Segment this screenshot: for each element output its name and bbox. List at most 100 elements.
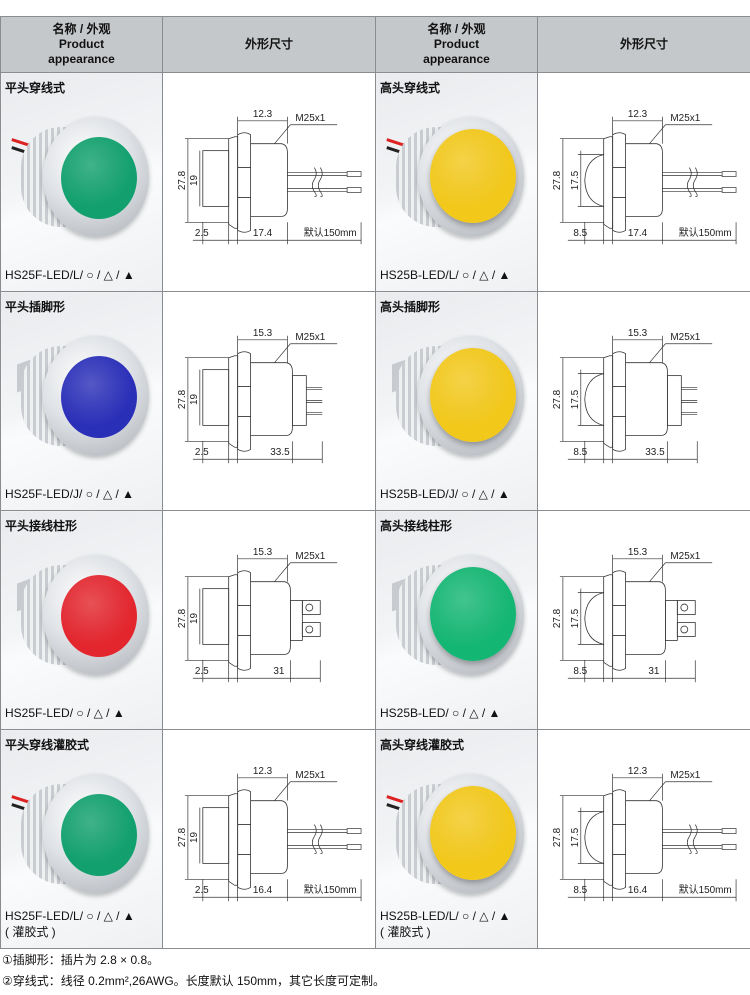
dim-diameter-label: 17.5: [570, 608, 581, 628]
lens: [430, 567, 516, 661]
body-outline: [250, 581, 291, 655]
dim-left-label: 2.5: [195, 885, 209, 896]
bezel-outline: [228, 136, 239, 229]
dim-height-label: 27.8: [552, 170, 563, 190]
outline: [584, 570, 666, 671]
header-text: 名称 / 外观: [52, 22, 111, 36]
body-outline: [625, 143, 663, 217]
dim-height-label: 27.8: [177, 608, 188, 628]
leader-line: [274, 343, 291, 363]
header-dimensions: 外形尺寸: [162, 16, 376, 73]
dim-diameter-label: 17.5: [570, 170, 581, 190]
model-text: HS25F-LED/L/ ○ / △ / ▲: [5, 909, 135, 923]
dim-diameter-label: 17.5: [570, 389, 581, 409]
outline: [202, 132, 288, 233]
flat-lens-outline: [202, 807, 230, 864]
screw-icon: [680, 603, 689, 612]
break-mark: [686, 167, 698, 197]
product-cell: 平头穿线灌胶式 HS25F-LED/L/ ○ / △ / ▲( 灌胶式 ): [0, 729, 163, 949]
model-text: HS25B-LED/L/ ○ / △ / ▲: [380, 909, 511, 923]
thread-label: M25x1: [670, 113, 700, 124]
product-image: [17, 551, 151, 681]
screw-terminal: [676, 622, 696, 637]
model-text: HS25F-LED/ ○ / △ / ▲: [5, 706, 125, 720]
product-image: [11, 770, 151, 900]
model-text: HS25B-LED/J/ ○ / △ / ▲: [380, 487, 510, 501]
break-mark: [311, 824, 323, 854]
thread-label: M25x1: [295, 770, 325, 781]
body-outline: [250, 362, 293, 436]
wire-tip: [346, 828, 362, 834]
model-text: HS25B-LED/ ○ / △ / ▲: [380, 706, 501, 720]
dome-lens-outline: [584, 592, 604, 645]
wire-tip: [721, 828, 737, 834]
footnote: ①插脚形：插片为 2.8 × 0.8。: [2, 953, 160, 967]
dim-length-label: 16.4: [253, 885, 273, 896]
leader-line: [649, 343, 666, 363]
break-mark: [686, 824, 698, 854]
dim-wire-length-label: 默认150mm: [679, 226, 732, 239]
lens: [61, 356, 137, 438]
lens: [61, 575, 137, 657]
dome-lens-outline: [584, 154, 604, 207]
dim-diameter-label: 19: [189, 613, 200, 625]
product-type-title: 高头接线柱形: [380, 519, 453, 533]
model-number: HS25B-LED/J/ ○ / △ / ▲: [380, 486, 510, 502]
pin-base: [666, 375, 682, 426]
bezel-outline: [603, 574, 614, 667]
model-text: HS25B-LED/L/ ○ / △ / ▲: [380, 268, 511, 282]
dim-height-label: 27.8: [177, 170, 188, 190]
product-image: [386, 113, 526, 243]
product-cell: 高头穿线式 HS25B-LED/L/ ○ / △ / ▲: [375, 72, 538, 292]
bezel-outline: [228, 355, 239, 448]
product-image: [392, 551, 526, 681]
product-image: [392, 332, 526, 462]
dim-length-label: 16.4: [628, 885, 648, 896]
leader-line: [274, 781, 291, 801]
dim-wire-length-label: 默认150mm: [304, 883, 357, 896]
outline: [584, 351, 668, 452]
product-image: [17, 332, 151, 462]
model-note: ( 灌胶式 ): [380, 925, 431, 939]
model-text: HS25F-LED/L/ ○ / △ / ▲: [5, 268, 135, 282]
thread-label: M25x1: [295, 113, 325, 124]
product-type-title: 高头穿线式: [380, 81, 441, 95]
header-text: appearance: [48, 52, 115, 66]
dim-length-label: 17.4: [628, 228, 648, 239]
flat-lens-outline: [202, 588, 230, 645]
model-number: HS25B-LED/L/ ○ / △ / ▲: [380, 267, 510, 283]
model-number: HS25B-LED/L/ ○ / △ / ▲ ( 灌胶式 ): [380, 908, 510, 940]
lens: [430, 786, 516, 880]
header-text: 名称 / 外观: [427, 22, 486, 36]
dim-left-label: 2.5: [195, 666, 209, 677]
dim-diameter-label: 19: [189, 832, 200, 844]
model-number: HS25F-LED/L/ ○ / △ / ▲( 灌胶式 ): [5, 908, 135, 940]
dim-length-label: 31: [648, 666, 660, 677]
leader-line: [649, 781, 666, 801]
thread-label: M25x1: [295, 332, 325, 343]
outline: [584, 789, 663, 890]
dim-wire-length-label: 默认150mm: [304, 226, 357, 239]
dim-left-label: 8.5: [573, 885, 587, 896]
product-type-title: 平头穿线灌胶式: [5, 738, 90, 752]
header-text: Product: [58, 37, 105, 51]
dim-length-label: 31: [273, 666, 285, 677]
screw-icon: [305, 603, 314, 612]
wire-tip: [346, 171, 362, 177]
